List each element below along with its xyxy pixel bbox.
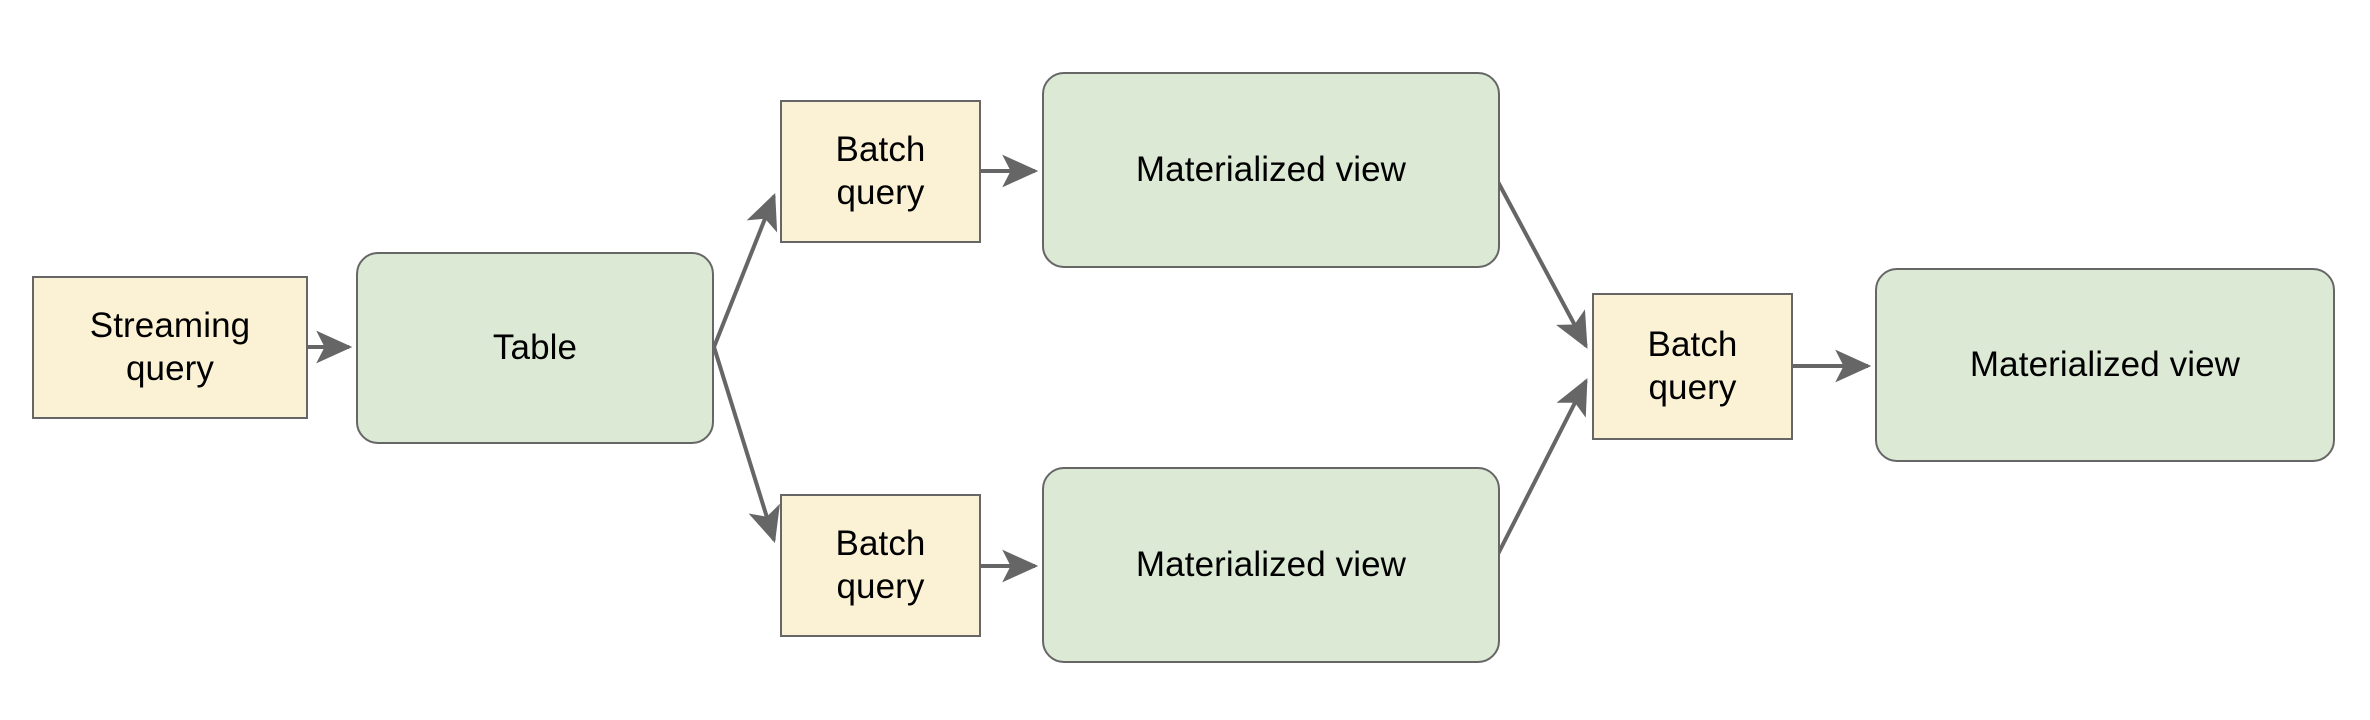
node-materialized-view-final[interactable]: Materialized view [1875,268,2335,462]
node-streaming-query[interactable]: Streaming query [32,276,308,419]
node-materialized-view-bottom[interactable]: Materialized view [1042,467,1500,663]
edge-table-to-batch-query-top [712,193,778,348]
node-batch-query-top[interactable]: Batch query [780,100,981,243]
edge-mv-bottom-to-batch-query-mid [1495,378,1588,557]
node-table[interactable]: Table [356,252,714,444]
edge-mv-top-to-batch-query-mid [1495,179,1588,349]
node-batch-query-middle[interactable]: Batch query [1592,293,1793,440]
node-materialized-view-top[interactable]: Materialized view [1042,72,1500,268]
node-batch-query-bottom[interactable]: Batch query [780,494,981,637]
edge-table-to-batch-query-bottom [712,346,780,544]
